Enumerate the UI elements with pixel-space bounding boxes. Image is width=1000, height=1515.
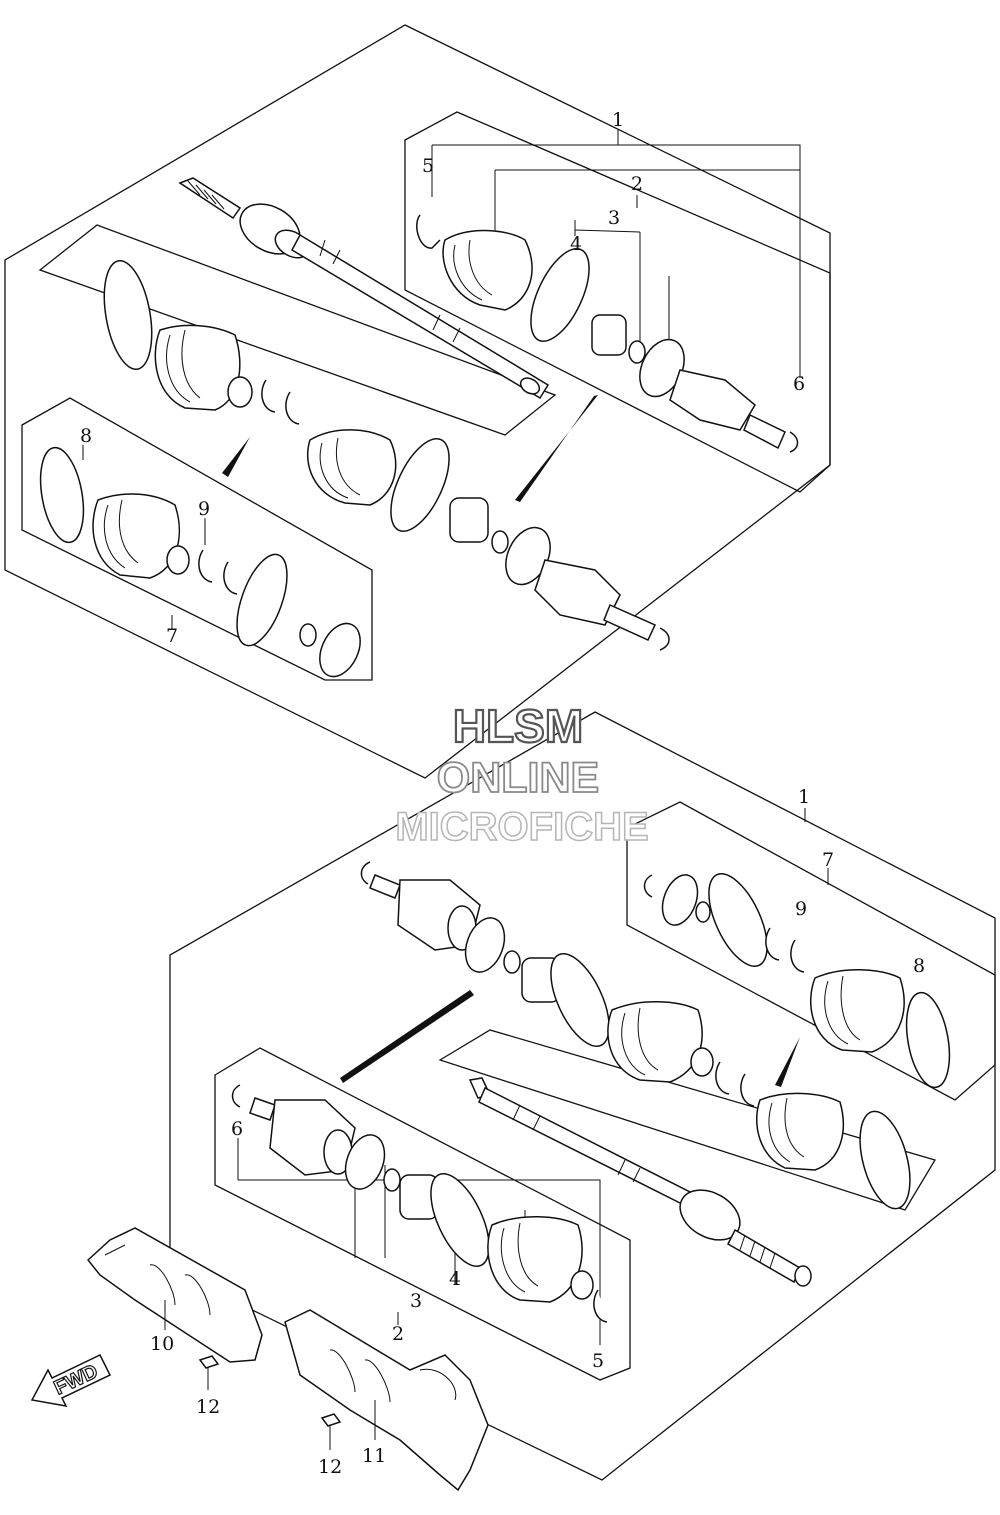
fwd-arrow-icon: FWD xyxy=(30,1354,112,1407)
bottom-clip-upper xyxy=(360,861,371,885)
top-kit-parts-middle xyxy=(103,259,670,651)
top-cv-cage xyxy=(591,314,627,356)
bottom-callout-1: 1 xyxy=(798,786,810,808)
top-callout-3: 3 xyxy=(608,207,620,229)
top-clamp-5 xyxy=(416,214,441,249)
bottom-row-parts-upper xyxy=(360,861,755,1107)
cover-10 xyxy=(86,1227,263,1363)
watermark-line-3: MICROFICHE xyxy=(395,805,648,849)
bottom-callout-8: 8 xyxy=(913,955,925,977)
watermark-line-2: ONLINE xyxy=(437,754,599,802)
top-boot-band-4 xyxy=(530,247,590,343)
bottom-drive-shaft xyxy=(468,1077,911,1287)
top-callout-5: 5 xyxy=(422,155,434,177)
bottom-indicator-wedge-left xyxy=(340,990,474,1083)
callout-10: 10 xyxy=(150,1333,174,1355)
bottom-snap-ring-3 xyxy=(383,1168,401,1192)
top-kit-7-boot xyxy=(92,493,181,579)
shaft-covers: 10 12 11 12 xyxy=(86,1227,489,1492)
bottom-circlip xyxy=(344,1134,386,1190)
bottom-band-4 xyxy=(430,1172,490,1268)
bottom-clamp-5 xyxy=(593,1289,608,1323)
watermark-line-1: HLSM xyxy=(453,700,583,752)
cover-11 xyxy=(284,1309,489,1492)
top-callout-4: 4 xyxy=(570,233,582,255)
top-drive-shaft-assembly: 1 2 3 4 5 6 7 8 9 xyxy=(4,24,831,779)
bottom-callout-2: 2 xyxy=(392,1323,404,1345)
top-kit-7-frame xyxy=(21,397,373,681)
top-leader-lines xyxy=(431,130,801,378)
top-outer-boot-2 xyxy=(306,429,397,506)
top-cv-cage-2 xyxy=(449,497,489,543)
callout-12-right: 12 xyxy=(318,1456,342,1478)
top-kit-7-band xyxy=(236,553,288,647)
top-inner-joint-housing xyxy=(534,559,621,626)
bottom-callout-7: 7 xyxy=(822,849,834,871)
top-boot-band-left xyxy=(103,259,153,371)
bolt-12-left xyxy=(198,1355,220,1390)
top-band-8 xyxy=(39,446,85,544)
top-callout-7: 7 xyxy=(166,625,178,647)
bottom-band-8 xyxy=(905,991,951,1089)
top-kit-2-frame xyxy=(404,111,831,493)
top-band-2 xyxy=(390,437,450,533)
bottom-clip-6 xyxy=(231,1084,241,1108)
bottom-kit-7-frame xyxy=(626,801,996,1101)
bolt-12-right xyxy=(320,1413,342,1450)
top-callout-9: 9 xyxy=(198,498,210,520)
callout-12-left: 12 xyxy=(196,1396,220,1418)
top-outer-boot xyxy=(442,229,533,311)
bottom-callout-4: 4 xyxy=(449,1268,461,1290)
top-indicator-wedge-left xyxy=(222,437,250,477)
bottom-kit-7-parts xyxy=(643,872,951,1089)
top-boot-neck xyxy=(227,376,253,408)
top-callout-2: 2 xyxy=(631,173,643,195)
bottom-callout-9: 9 xyxy=(795,898,807,920)
top-indicator-wedge-right xyxy=(515,395,598,502)
bottom-kit-7-boot xyxy=(810,969,905,1053)
top-small-clamps xyxy=(261,379,300,425)
top-leader-lines-left xyxy=(82,445,206,630)
bottom-callout-6: 6 xyxy=(231,1118,243,1140)
top-ring-2 xyxy=(491,530,509,554)
top-callout-8: 8 xyxy=(80,425,92,447)
bottom-kit-2-parts xyxy=(231,1084,608,1323)
bottom-callout-3: 3 xyxy=(410,1290,422,1312)
bottom-clamp-9 xyxy=(765,927,805,973)
bottom-callout-5: 5 xyxy=(592,1350,604,1372)
callout-11: 11 xyxy=(362,1445,386,1467)
top-assembly-frame xyxy=(4,24,831,779)
bottom-inner-boot xyxy=(756,1092,844,1171)
top-kit-parts-right xyxy=(416,214,799,453)
bottom-drive-shaft-assembly: 1 7 9 8 6 4 3 2 5 xyxy=(169,711,996,1481)
watermark: HLSM ONLINE MICROFICHE xyxy=(395,699,650,850)
top-callout-1: 1 xyxy=(612,109,624,131)
bottom-assembly-frame xyxy=(169,711,996,1481)
top-clamp-9 xyxy=(198,549,238,595)
top-clip-6 xyxy=(789,431,799,453)
top-shaft-kit-frame xyxy=(38,224,557,436)
top-callout-6: 6 xyxy=(793,373,805,395)
bottom-indicator-wedge-right xyxy=(775,1037,800,1087)
bottom-kit-2-frame xyxy=(214,1047,631,1381)
top-outer-joint-housing xyxy=(669,369,756,431)
top-snap-ring-3 xyxy=(628,340,646,364)
top-kit-7-parts xyxy=(39,446,361,678)
top-drive-shaft xyxy=(178,177,550,400)
bottom-shaft-kit-frame xyxy=(438,1029,936,1211)
